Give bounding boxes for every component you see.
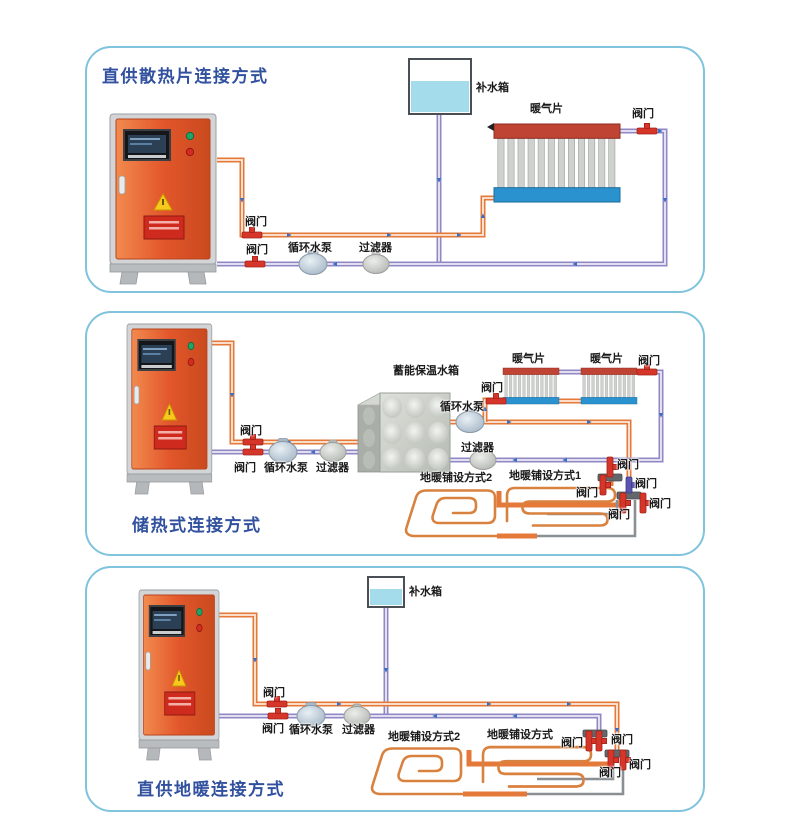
valve-label: 阀门 <box>263 687 285 699</box>
floor-coil-2 <box>404 489 499 538</box>
diagram-heat-storage <box>126 323 664 539</box>
filter <box>343 703 371 726</box>
panel-title: 直供地暖连接方式 <box>137 780 285 799</box>
panel-direct-radiator: 直供散热片连接方式 补水箱 暖气片 阀门 阀门 阀门 循环水泵 过滤器 <box>85 46 705 293</box>
valve-label: 阀门 <box>608 509 630 521</box>
air-vent-icon <box>487 123 494 131</box>
valve-label: 阀门 <box>262 723 284 735</box>
panel-heat-storage: 储热式连接方式 蓄能保温水箱 阀门 阀门 循环水泵 过滤器 循环水泵 过滤器 阀… <box>85 311 705 556</box>
radiator-supply-valve <box>485 392 507 405</box>
valve-label: 阀门 <box>611 734 633 746</box>
radiator <box>580 367 638 405</box>
valve-label: 阀门 <box>629 759 651 771</box>
storage-tank <box>357 392 451 473</box>
radiator-label: 暖气片 <box>590 353 623 365</box>
valve-label: 阀门 <box>635 478 657 490</box>
supply-pipe <box>212 340 359 445</box>
pump-label: 循环水泵 <box>289 724 333 736</box>
storage-tank-label: 蓄能保温水箱 <box>393 365 459 377</box>
supply-valve <box>241 226 263 239</box>
valve-label: 阀门 <box>481 382 503 394</box>
valve-label: 阀门 <box>638 355 660 367</box>
valve-label: 阀门 <box>617 459 639 471</box>
return-valve <box>242 443 264 456</box>
panel-title: 储热式连接方式 <box>132 516 262 535</box>
floor-coil <box>481 745 593 788</box>
filter-label: 过滤器 <box>342 724 375 736</box>
valve-label: 阀门 <box>632 108 654 120</box>
floor-coil-2 <box>370 747 465 796</box>
valve-label: 阀门 <box>245 216 267 228</box>
pump-label: 循环水泵 <box>288 242 332 254</box>
filter <box>362 251 390 274</box>
radiator <box>502 367 560 405</box>
radiator-label: 暖气片 <box>530 103 563 115</box>
valve-label: 阀门 <box>246 244 268 256</box>
supply-pipe <box>219 612 620 750</box>
valve-label: 阀门 <box>234 462 256 474</box>
valve-label: 阀门 <box>561 737 583 749</box>
electric-boiler <box>109 113 217 285</box>
radiator-valve <box>636 123 658 135</box>
tank-label: 补水箱 <box>476 82 509 94</box>
floor2-label: 地暖铺设方式2 <box>420 472 493 484</box>
valve-label: 阀门 <box>649 498 671 510</box>
floor1-label: 地暖铺设方式1 <box>509 470 582 482</box>
electric-boiler <box>138 589 221 761</box>
supply-pipe <box>217 157 494 238</box>
panel-title: 直供散热片连接方式 <box>102 67 269 86</box>
floor2-label: 地暖铺设方式2 <box>388 731 461 743</box>
return-valve <box>267 708 289 720</box>
floor-label: 地暖铺设方式 <box>487 729 553 741</box>
radiator <box>493 123 621 203</box>
radiator-label: 暖气片 <box>512 353 545 365</box>
electric-boiler <box>126 323 213 495</box>
return-valve <box>244 255 266 268</box>
valve-label: 阀门 <box>576 487 598 499</box>
circulation-pump <box>298 250 328 275</box>
valve-label: 阀门 <box>240 425 262 437</box>
pump-label: 循环水泵 <box>264 462 308 474</box>
tank-label: 补水箱 <box>409 586 442 598</box>
valve-label: 阀门 <box>599 767 621 779</box>
filter-label: 过滤器 <box>359 242 392 254</box>
makeup-tank <box>408 58 472 115</box>
diagram-direct-radiator <box>109 58 668 285</box>
diagram-direct-floor <box>138 576 631 797</box>
makeup-tank <box>367 576 405 608</box>
panel-direct-floor: 直供地暖连接方式 补水箱 阀门 阀门 循环水泵 过滤器 地暖铺设方式2 地暖铺设… <box>85 566 705 812</box>
filter-label: 过滤器 <box>316 462 349 474</box>
pump-label: 循环水泵 <box>440 401 484 413</box>
filter-label: 过滤器 <box>461 442 494 454</box>
